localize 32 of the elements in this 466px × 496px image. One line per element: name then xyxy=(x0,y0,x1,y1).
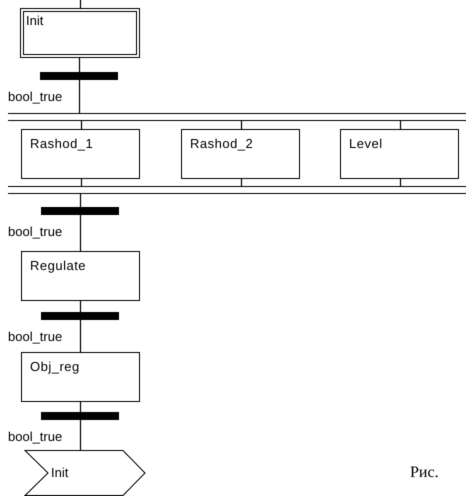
step-box xyxy=(21,251,140,301)
parallel-branch-double-line xyxy=(8,113,466,121)
connector-line xyxy=(80,194,82,207)
transition-bar xyxy=(41,207,119,215)
step-name: Obj_reg xyxy=(30,360,81,373)
connector-line xyxy=(80,301,82,312)
connector-line xyxy=(80,320,82,352)
figure-label: Рис. xyxy=(410,465,439,481)
transition-bar xyxy=(40,72,118,80)
connector-line xyxy=(78,58,80,72)
parallel-branch-double-line xyxy=(8,186,466,194)
connector-line xyxy=(80,215,82,251)
transition-condition: bool_true xyxy=(8,90,62,103)
transition-bar xyxy=(41,412,119,420)
step-name: Rashod_2 xyxy=(190,137,254,150)
transition-bar xyxy=(41,312,119,320)
connector-line xyxy=(80,420,82,450)
connector-line xyxy=(78,80,80,113)
transition-condition: bool_true xyxy=(8,330,62,343)
transition-condition: bool_true xyxy=(8,225,62,238)
step-name: Init xyxy=(26,14,44,27)
initial-step-box xyxy=(20,8,140,58)
transition-condition: bool_true xyxy=(8,430,62,443)
step-name: Init xyxy=(51,466,68,479)
step-name: Rashod_1 xyxy=(30,137,94,150)
step-name: Level xyxy=(349,137,384,150)
step-box xyxy=(340,129,459,179)
step-box xyxy=(181,129,300,179)
step-box xyxy=(21,352,140,402)
step-box xyxy=(21,129,140,179)
connector-line xyxy=(80,402,82,412)
step-name: Regulate xyxy=(30,259,88,272)
